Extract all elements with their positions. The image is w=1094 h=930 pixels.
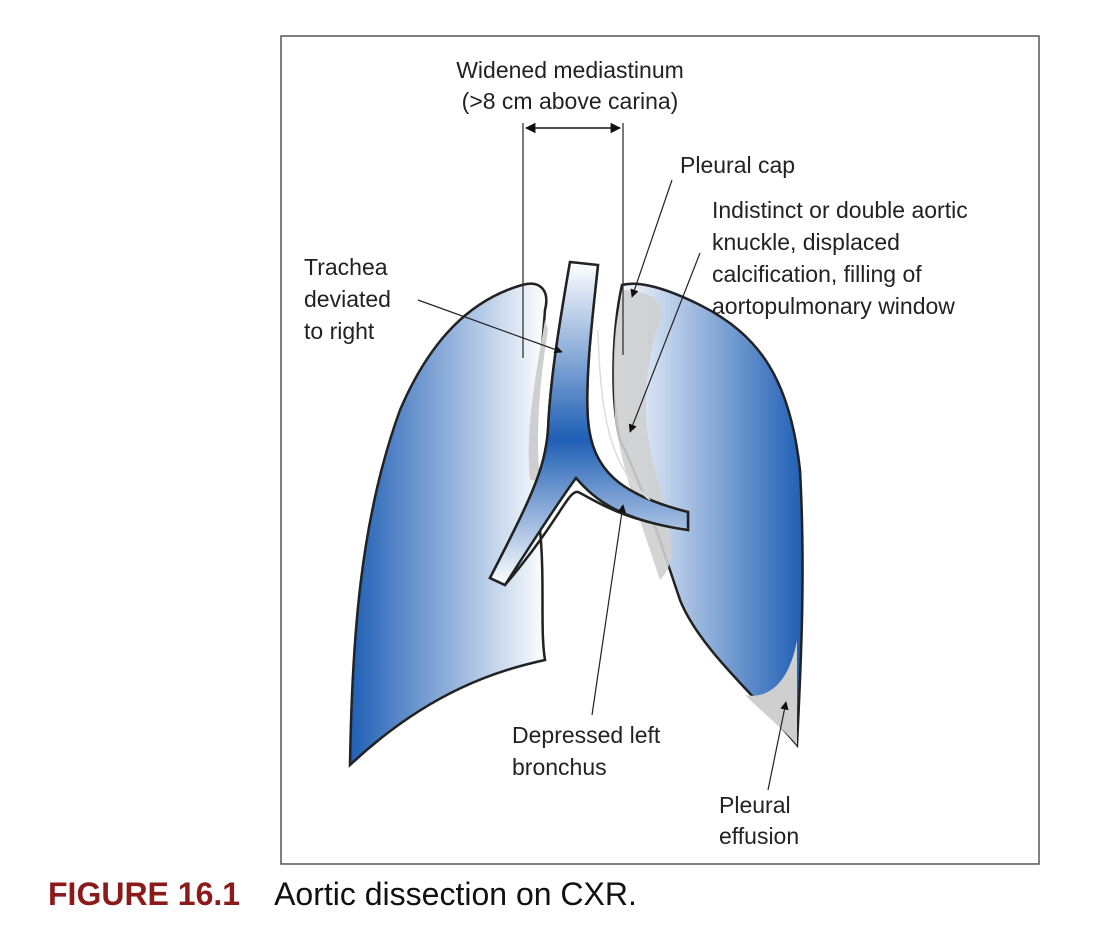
trachea-fill	[488, 260, 690, 587]
label-effusion-1: Pleural	[719, 792, 791, 818]
figure-caption: FIGURE 16.1 Aortic dissection on CXR.	[48, 876, 637, 913]
label-knuckle-1: Indistinct or double aortic	[712, 197, 968, 223]
figure-number: FIGURE 16.1	[48, 876, 241, 912]
label-bronchus-2: bronchus	[512, 754, 607, 780]
label-trachea-3: to right	[304, 318, 375, 344]
figure-title: Aortic dissection on CXR.	[274, 876, 637, 912]
label-knuckle-4: aortopulmonary window	[712, 293, 955, 319]
label-trachea-1: Trachea	[304, 254, 388, 280]
mediastinal-shadow-right	[528, 320, 548, 480]
label-pleural-cap: Pleural cap	[680, 152, 795, 178]
label-effusion-2: effusion	[719, 823, 799, 849]
trachea-leader	[417, 299, 563, 354]
aorta-line	[597, 329, 651, 501]
label-bronchus-1: Depressed left	[512, 722, 661, 748]
pleural-cap-leader	[630, 179, 673, 298]
label-knuckle-3: calcification, filling of	[712, 261, 922, 287]
pleural-effusion-shadow	[745, 640, 797, 745]
label-knuckle-2: knuckle, displaced	[712, 229, 900, 255]
label-trachea-2: deviated	[304, 286, 391, 312]
bronchus-leader	[591, 504, 627, 716]
label-mediastinum-1: Widened mediastinum	[456, 57, 684, 83]
effusion-leader	[767, 701, 789, 791]
label-mediastinum-2: (>8 cm above carina)	[462, 88, 679, 114]
knuckle-leader	[628, 252, 701, 433]
